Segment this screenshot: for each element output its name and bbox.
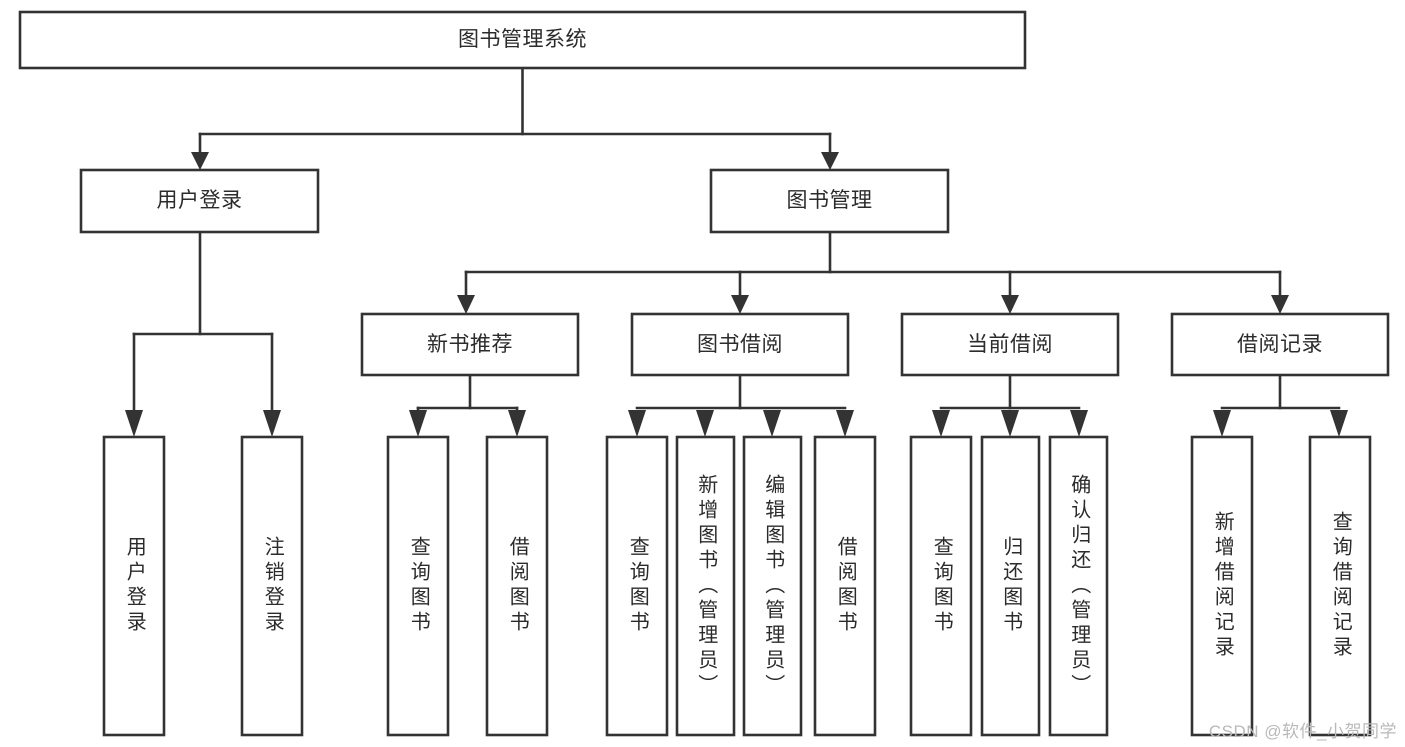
arrow-head-leaf-bb-3 — [763, 410, 781, 437]
node-leaf-user-login[interactable] — [102, 435, 166, 737]
node-leaf-br-query-record[interactable] — [1308, 435, 1372, 737]
node-leaf-bb-query-book[interactable] — [605, 435, 669, 737]
node-leaf-bb-borrow-book[interactable] — [813, 435, 877, 737]
node-book-borrow[interactable] — [630, 312, 850, 377]
arrow-head-leaf-logout — [263, 410, 281, 437]
connector-root-to-level2 — [191, 66, 839, 170]
connector-borrow-record-to-leaves — [1213, 373, 1348, 437]
node-book-manage[interactable] — [709, 168, 950, 234]
arrow-head-leaf-br-2 — [1330, 410, 1348, 437]
arrow-head-leaf-nb-2 — [508, 410, 526, 437]
node-leaf-cb-query-book[interactable] — [909, 435, 973, 737]
arrow-head-user-login — [191, 152, 209, 170]
node-borrow-record[interactable] — [1170, 312, 1390, 377]
node-leaf-logout[interactable] — [240, 435, 304, 737]
arrow-head-new-book — [457, 295, 475, 314]
node-leaf-cb-confirm-return[interactable] — [1048, 435, 1109, 737]
node-current-borrow[interactable] — [900, 312, 1120, 377]
connector-user-login-to-leaves — [125, 230, 281, 437]
arrow-head-borrow-record — [1271, 295, 1289, 314]
arrow-head-leaf-nb-1 — [409, 410, 427, 437]
arrow-head-leaf-cb-3 — [1070, 410, 1088, 437]
connector-book-manage-to-level3 — [457, 230, 1289, 314]
node-leaf-bb-add-book[interactable] — [675, 435, 736, 737]
arrow-head-leaf-cb-2 — [1001, 410, 1019, 437]
node-user-login[interactable] — [79, 168, 320, 234]
arrow-head-current-borrow — [1001, 295, 1019, 314]
arrow-head-book-borrow — [731, 295, 749, 314]
arrow-head-leaf-bb-1 — [628, 410, 646, 437]
node-leaf-nb-borrow-book[interactable] — [485, 435, 549, 737]
arrow-head-leaf-user-login — [125, 410, 143, 437]
node-leaf-br-add-record[interactable] — [1190, 435, 1254, 737]
arrow-head-leaf-bb-2 — [696, 410, 714, 437]
arrow-head-leaf-br-1 — [1213, 410, 1231, 437]
node-leaf-nb-query-book[interactable] — [386, 435, 450, 737]
node-leaf-cb-return-book[interactable] — [980, 435, 1041, 737]
node-new-book-recommend[interactable] — [360, 312, 580, 377]
arrow-head-leaf-cb-1 — [932, 410, 950, 437]
connector-new-book-to-leaves — [409, 373, 526, 437]
arrow-head-book-manage — [821, 152, 839, 170]
node-leaf-bb-edit-book[interactable] — [742, 435, 803, 737]
node-root[interactable] — [18, 10, 1027, 70]
arrow-head-leaf-bb-4 — [836, 410, 854, 437]
connector-book-borrow-to-leaves — [628, 373, 854, 437]
connector-current-borrow-to-leaves — [932, 373, 1088, 437]
